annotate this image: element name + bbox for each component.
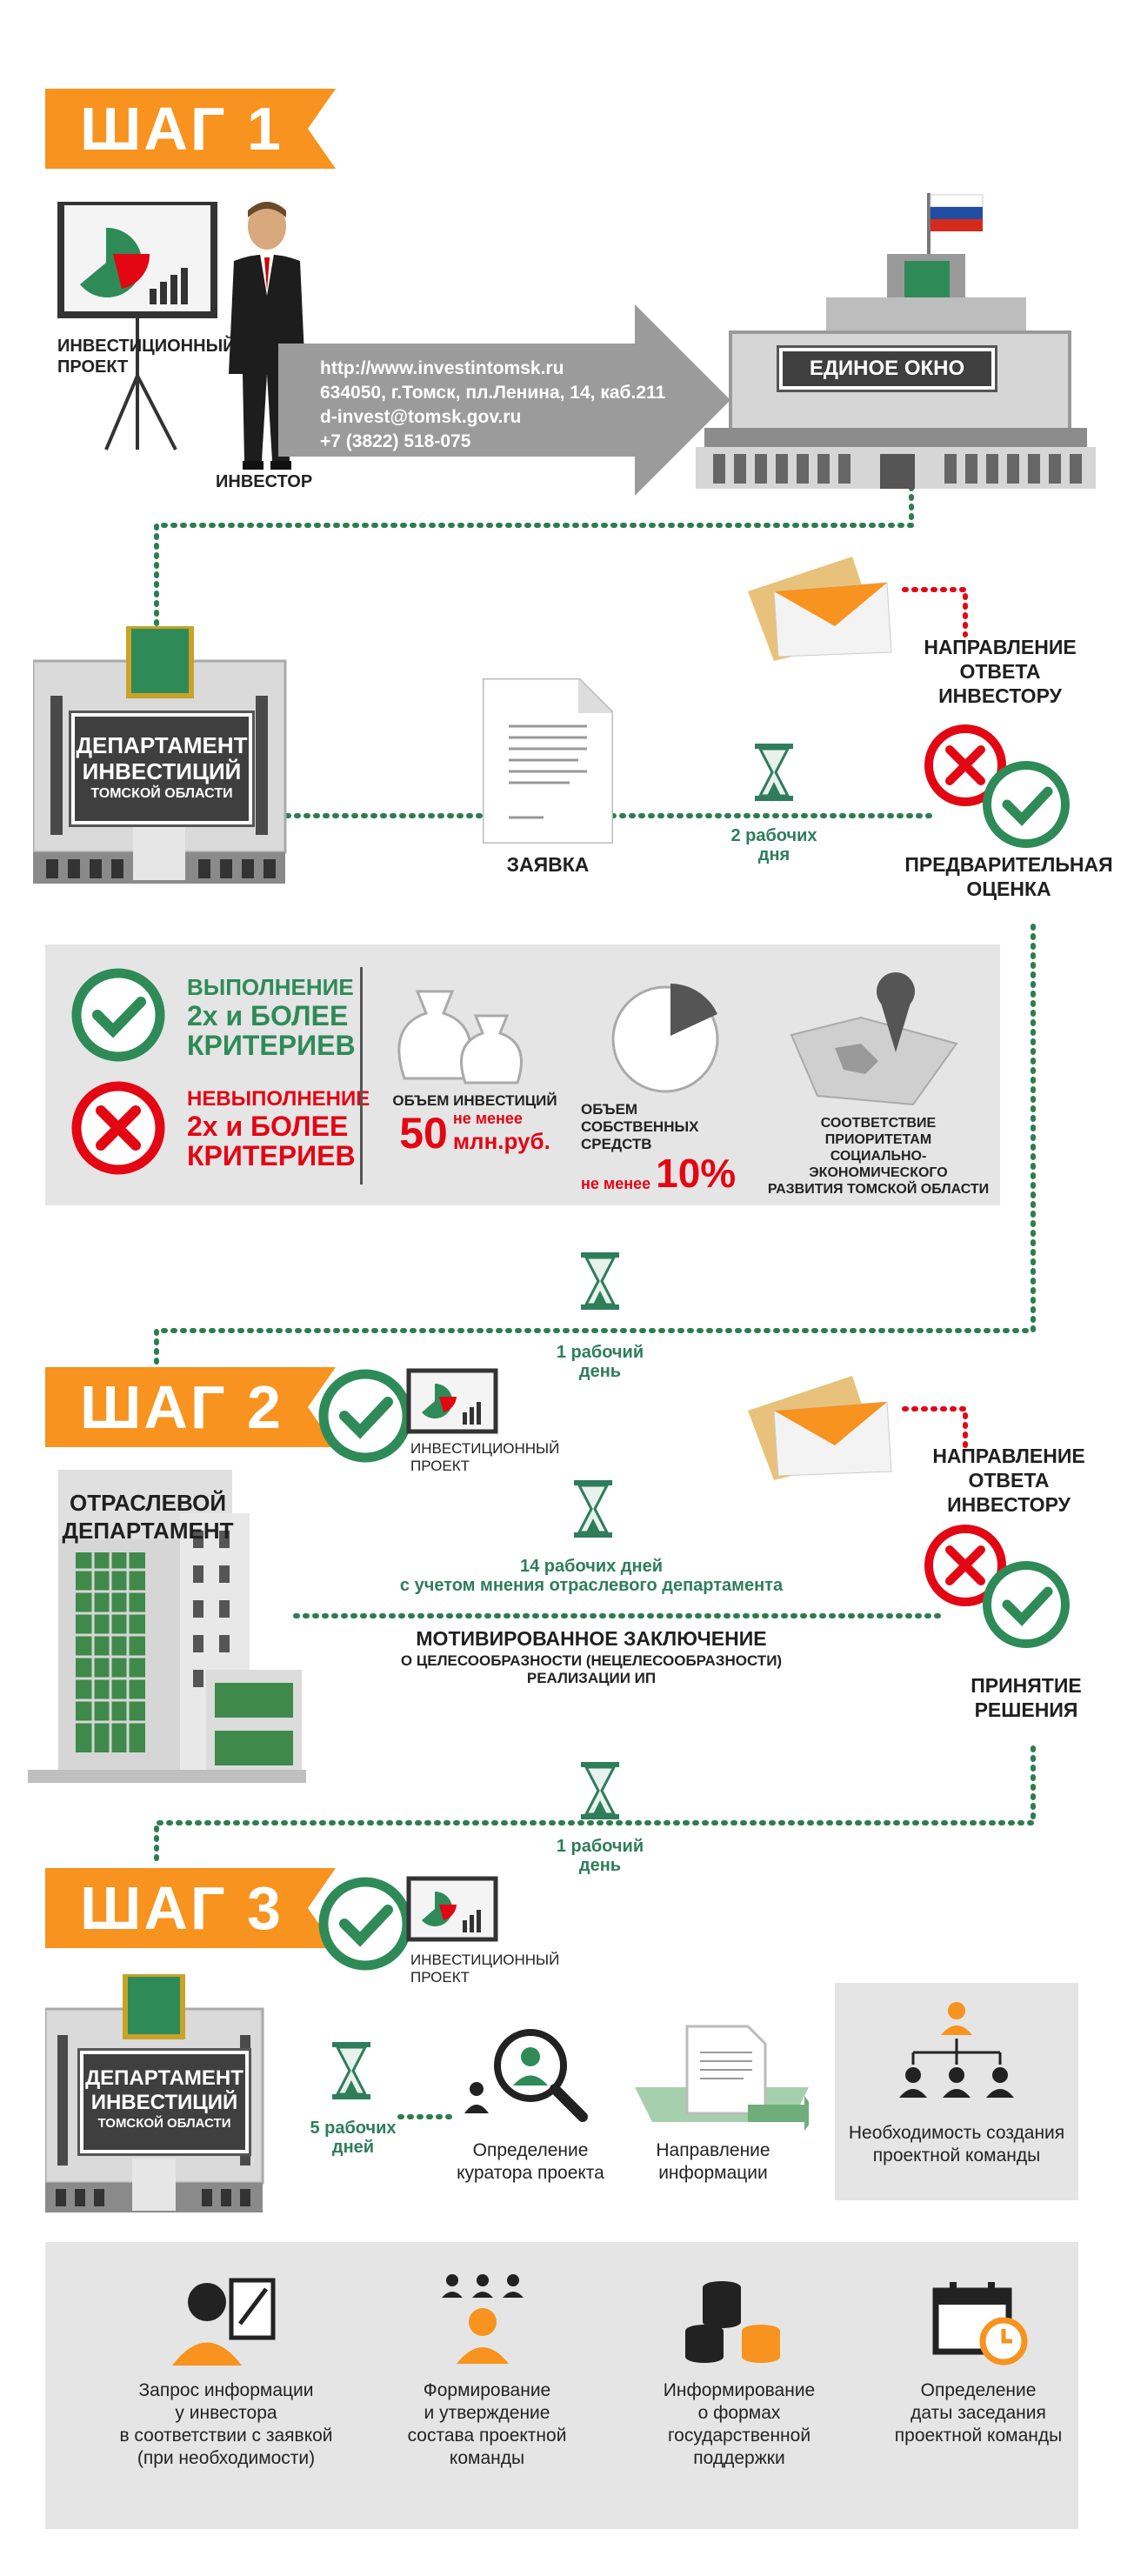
state-support-coins-icon — [685, 2281, 780, 2363]
own-funds-min: не менее — [581, 1175, 651, 1192]
submission-arrow — [278, 304, 730, 496]
send-information-icon — [635, 2025, 809, 2131]
request-info-icon — [172, 2278, 276, 2366]
department-subtitle: ТОМСКОЙ ОБЛАСТИ — [90, 786, 233, 801]
decision-icons-2 — [924, 1525, 1070, 1648]
investment-volume-unit: млн.руб. — [452, 1128, 550, 1154]
branch-department-building-icon — [28, 1470, 306, 1783]
step-1-banner: ШАГ 1 — [45, 89, 336, 169]
approved-project-icon — [318, 1368, 498, 1463]
phone-text: +7 (3822) 518-075 — [320, 431, 471, 451]
reply-to-investor-label-1: НАПРАВЛЕНИЕ ОТВЕТА ИНВЕСТОРУ — [924, 636, 1077, 707]
fail-line-1: НЕВЫПОЛНЕНИЕ — [187, 1087, 370, 1111]
step-1-label: ШАГ 1 — [45, 89, 301, 169]
application-document-icon — [483, 678, 613, 844]
envelope-icon — [748, 1376, 892, 1480]
team-need-label: Необходимость создания проектной команды — [848, 2123, 1065, 2166]
application-label: ЗАЯВКА — [506, 853, 590, 876]
banner-notch — [300, 1868, 336, 1948]
investment-project-label: ИНВЕСТИЦИОННЫЙ ПРОЕКТ — [57, 337, 236, 377]
pass-fail-icons — [71, 968, 165, 1175]
contacts-block: http://www.investintomsk.ru 634050, г.То… — [320, 357, 668, 454]
investment-department-sign-3: ДЕПАРТАМЕНТ ИНВЕСТИЦИЙ ТОМСКОЙ ОБЛАСТИ — [80, 2051, 249, 2153]
criteria-divider — [360, 967, 363, 1185]
state-support-label: Информирование о формах государственной … — [663, 2380, 816, 2468]
pass-line-1: ВЫПОЛНЕНИЕ — [187, 974, 354, 1000]
approved-project-icon — [318, 1876, 498, 1971]
hourglass-icon — [755, 744, 793, 801]
own-funds-number: 10% — [656, 1151, 737, 1196]
investment-volume-title: ОБЪЕМ ИНВЕСТИЦИЙ — [392, 1092, 557, 1109]
envelope-icon — [748, 557, 892, 661]
branch-department-label: ОТРАСЛЕВОЙ ДЕПАРТАМЕНТ — [62, 1490, 234, 1544]
step3-project-label: ИНВЕСТИЦИОННЫЙ ПРОЕКТ — [410, 1952, 560, 1985]
reply-to-investor-label-2: НАПРАВЛЕНИЕ ОТВЕТА ИНВЕСТОРУ — [932, 1445, 1085, 1516]
five-working-days-label: 5 рабочих дней — [310, 2119, 397, 2157]
department-title: ДЕПАРТАМЕНТ ИНВЕСТИЦИЙ — [76, 732, 248, 784]
team-formation-icon — [442, 2274, 524, 2364]
fourteen-days-label: 14 рабочих дней с учетом мнения отраслев… — [399, 1557, 784, 1595]
investment-volume-min: не менее — [452, 1110, 523, 1127]
hourglass-icon — [332, 2042, 370, 2099]
one-working-day-label-b: 1 рабочий день — [556, 1837, 644, 1875]
step-3-banner: ШАГ 3 — [45, 1868, 336, 1948]
own-funds-block: ОБЪЕМ СОБСТВЕННЫХ СРЕДСТВ не менее 10% — [581, 1101, 772, 1193]
fail-criteria-text: НЕВЫПОЛНЕНИЕ 2х и БОЛЕЕ КРИТЕРИЕВ — [187, 1087, 370, 1171]
curator-definition-label: Определение куратора проекта — [457, 2140, 604, 2183]
investor-label: ИНВЕСТОР — [216, 472, 313, 491]
team-formation-label: Формирование и утверждение состава проек… — [407, 2380, 567, 2468]
fail-line-2: 2х и БОЛЕЕ КРИТЕРИЕВ — [187, 1111, 356, 1171]
address-text: 634050, г.Томск, пл.Ленина, 14, каб.211 — [320, 383, 666, 403]
own-funds-title: ОБЪЕМ СОБСТВЕННЫХ СРЕДСТВ — [581, 1101, 699, 1152]
decision-making-label: ПРИНЯТИЕ РЕШЕНИЯ — [971, 1674, 1082, 1721]
map-pin-icon — [790, 972, 958, 1106]
request-info-label: Запрос информации у инвестора в соответс… — [119, 2380, 333, 2468]
team-hierarchy-icon — [899, 2002, 1014, 2098]
single-window-building-icon — [696, 193, 1096, 489]
single-window-sign: ЕДИНОЕ ОКНО — [779, 348, 995, 390]
banner-notch — [300, 89, 336, 169]
step2-project-label: ИНВЕСТИЦИОННЫЙ ПРОЕКТ — [410, 1440, 560, 1474]
step-2-banner: ШАГ 2 — [45, 1367, 336, 1447]
website-link[interactable]: http://www.investintomsk.ru — [320, 358, 564, 378]
banner-notch — [300, 1367, 336, 1447]
pie-chart-icon — [611, 984, 719, 1093]
department-title-3: ДЕПАРТАМЕНТ ИНВЕСТИЦИЙ — [85, 2066, 243, 2114]
motivated-conclusion-subtitle: О ЦЕЛЕСООБРАЗНОСТИ (НЕЦЕЛЕСООБРАЗНОСТИ) … — [400, 1652, 783, 1686]
pass-line-2: 2х и БОЛЕЕ КРИТЕРИЕВ — [187, 1000, 356, 1061]
priority-criteria-label: СООТВЕТСТВИЕ ПРИОРИТЕТАМ СОЦИАЛЬНО-ЭКОНО… — [767, 1116, 990, 1197]
step-2-label: ШАГ 2 — [45, 1367, 301, 1447]
decision-icons-1 — [924, 724, 1070, 848]
department-subtitle-3: ТОМСКОЙ ОБЛАСТИ — [97, 2116, 231, 2131]
investment-volume-number: 50 — [399, 1109, 448, 1158]
money-bags-icon — [397, 990, 523, 1084]
send-information-label: Направление информации — [656, 2140, 770, 2183]
meeting-date-label: Определение даты заседания проектной ком… — [894, 2380, 1063, 2446]
presentation-board-icon — [57, 202, 217, 450]
email-link[interactable]: d-invest@tomsk.gov.ru — [320, 407, 522, 427]
hourglass-icon — [574, 1480, 612, 1538]
step-3-label: ШАГ 3 — [45, 1868, 301, 1948]
two-working-days-label: 2 рабочих дня — [730, 826, 817, 864]
calendar-clock-icon — [932, 2282, 1028, 2366]
preliminary-assessment-label: ПРЕДВАРИТЕЛЬНАЯ ОЦЕНКА — [904, 853, 1113, 900]
investment-department-sign: ДЕПАРТАМЕНТ ИНВЕСТИЦИЙ ТОМСКОЙ ОБЛАСТИ — [71, 713, 252, 824]
one-working-day-label-a: 1 рабочий день — [556, 1343, 644, 1381]
pass-criteria-text: ВЫПОЛНЕНИЕ 2х и БОЛЕЕ КРИТЕРИЕВ — [187, 974, 361, 1060]
hourglass-icon — [581, 1252, 619, 1310]
curator-search-icon — [464, 2029, 588, 2122]
motivated-conclusion-title: МОТИВИРОВАННОЕ ЗАКЛЮЧЕНИЕ — [416, 1627, 767, 1650]
hourglass-icon — [581, 1762, 619, 1819]
investment-volume-block: ОБЪЕМ ИНВЕСТИЦИЙ 50 не менее млн.руб. — [379, 1092, 570, 1155]
